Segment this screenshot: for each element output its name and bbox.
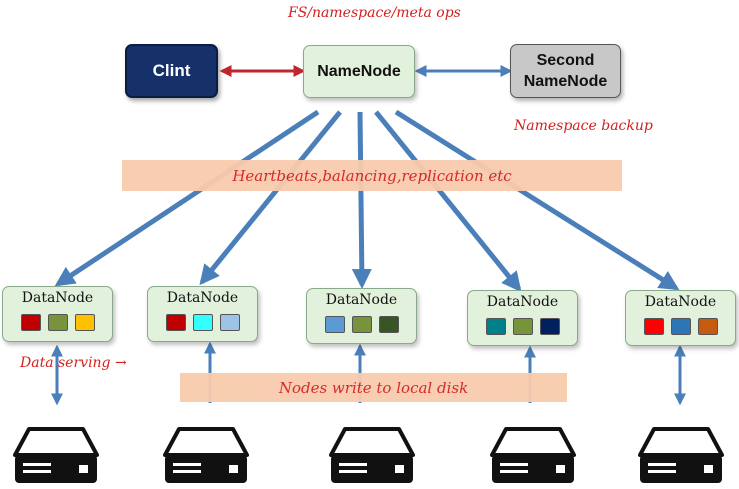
datanode-5: DataNode <box>625 290 736 346</box>
datanode-4: DataNode <box>467 290 578 346</box>
block-group <box>3 314 112 331</box>
namespace-backup-label: Namespace backup <box>514 118 653 134</box>
data-block <box>192 314 213 331</box>
heartbeats-banner: Heartbeats,balancing,replication etc <box>122 160 622 191</box>
data-block <box>378 316 399 333</box>
namenode-to-datanode-1-arrow <box>54 109 320 287</box>
data-block <box>643 318 664 335</box>
data-block <box>219 314 240 331</box>
datanode-label: DataNode <box>325 292 398 308</box>
data-block <box>485 318 506 335</box>
data-block <box>74 314 95 331</box>
block-group <box>148 314 257 331</box>
data-block <box>351 316 372 333</box>
data-block <box>539 318 560 335</box>
namenode: NameNode <box>303 45 415 98</box>
namenode-to-datanode-5-arrow <box>394 109 680 291</box>
namenode-to-datanode-4-arrow <box>374 110 522 293</box>
client-node: Clint <box>125 44 218 98</box>
namenode-to-datanode-3-arrow <box>351 111 372 289</box>
data-block <box>165 314 186 331</box>
fs-ops-label: FS/namespace/meta ops <box>288 5 461 21</box>
server-disk-icon <box>13 427 99 483</box>
data-block <box>324 316 345 333</box>
data-serving-label: Data serving → <box>20 355 127 371</box>
datanode-2: DataNode <box>147 286 258 342</box>
namenode-label: NameNode <box>317 62 401 80</box>
block-group <box>468 318 577 335</box>
datanode-label: DataNode <box>166 290 239 306</box>
block-group <box>307 316 416 333</box>
block-group <box>626 318 735 335</box>
local-disk-banner: Nodes write to local disk <box>180 373 567 402</box>
datanode-label: DataNode <box>644 294 717 310</box>
data-block <box>20 314 41 331</box>
second-namenode-label-line1: Second <box>536 52 595 69</box>
client-label: Clint <box>152 61 191 80</box>
data-block <box>697 318 718 335</box>
namenode-to-datanode-2-arrow <box>199 110 342 286</box>
data-block <box>670 318 691 335</box>
second-namenode-label-line2: NameNode <box>523 73 608 90</box>
datanode-label: DataNode <box>486 294 559 310</box>
data-block <box>47 314 68 331</box>
server-disk-icon <box>163 427 249 483</box>
datanode-label: DataNode <box>21 290 94 306</box>
heartbeats-label: Heartbeats,balancing,replication etc <box>232 166 512 185</box>
datanode-3: DataNode <box>306 288 417 344</box>
local-disk-label: Nodes write to local disk <box>278 378 469 397</box>
second-namenode: Second NameNode <box>510 44 621 98</box>
server-disk-icon <box>329 427 415 483</box>
data-block <box>512 318 533 335</box>
server-disk-icon <box>638 427 724 483</box>
datanode-1: DataNode <box>2 286 113 342</box>
server-disk-icon <box>490 427 576 483</box>
